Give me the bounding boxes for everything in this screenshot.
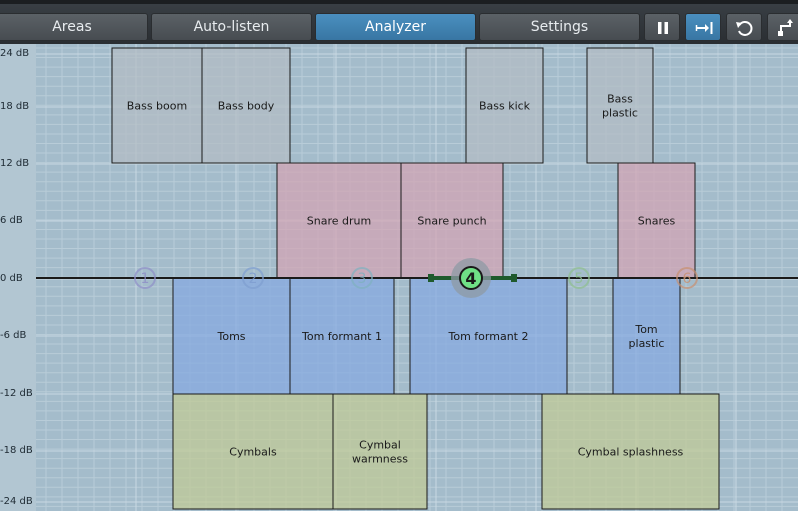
area-rect[interactable]	[172, 277, 291, 395]
tab-areas[interactable]: Areas	[0, 13, 148, 41]
node-4[interactable]: 4	[451, 258, 491, 298]
area-snare-punch[interactable]: Snare punch	[400, 162, 504, 279]
node-2[interactable]: 2	[242, 267, 264, 289]
y-tick-label: -12 dB	[0, 388, 33, 399]
toolbar: Areas Auto-listen Analyzer Settings	[0, 0, 798, 44]
area-rect[interactable]	[400, 162, 504, 279]
node-label: 1	[141, 271, 150, 287]
node-label: 4	[465, 269, 476, 288]
area-bass-body[interactable]: Bass body	[201, 47, 291, 164]
y-tick-label: 24 dB	[0, 48, 30, 59]
area-label: Bass boom	[127, 100, 187, 113]
node-5[interactable]: 5	[568, 267, 590, 289]
area-tom-formant-1[interactable]: Tom formant 1	[289, 277, 395, 395]
node-6[interactable]: 6	[676, 267, 698, 289]
area-rect[interactable]	[465, 47, 544, 164]
area-label: Tom	[634, 323, 657, 336]
pause-button[interactable]	[644, 13, 680, 41]
area-label: Cymbals	[229, 446, 277, 459]
area-label: plastic	[629, 337, 665, 350]
bandwidth-handle-left[interactable]	[428, 274, 434, 282]
area-tom-formant-2[interactable]: Tom formant 2	[409, 277, 568, 395]
top-strip	[0, 0, 798, 4]
area-label: Bass kick	[479, 100, 531, 113]
y-tick-label: 6 dB	[0, 215, 23, 226]
tab-settings[interactable]: Settings	[479, 13, 640, 41]
y-tick-label: -6 dB	[0, 330, 27, 341]
area-cymbals[interactable]: Cymbals	[172, 393, 334, 510]
area-bass-boom[interactable]: Bass boom	[111, 47, 203, 164]
resize-corner-icon	[778, 19, 793, 36]
area-rect[interactable]	[541, 393, 720, 510]
y-tick-label: -24 dB	[0, 496, 33, 507]
resize-button[interactable]	[767, 13, 798, 41]
y-axis: 24 dB 18 dB 12 dB 6 dB 0 dB -6 dB -12 dB -18 dB…	[0, 44, 36, 511]
y-tick-label: 0 dB	[0, 273, 23, 284]
area-rect[interactable]	[612, 277, 681, 395]
area-label: Tom formant 1	[301, 330, 382, 343]
area-label: plastic	[602, 107, 638, 120]
area-bass-kick[interactable]: Bass kick	[465, 47, 544, 164]
area-rect[interactable]	[201, 47, 291, 164]
y-tick-label: 12 dB	[0, 158, 30, 169]
area-rect[interactable]	[172, 393, 334, 510]
area-rect[interactable]	[586, 47, 654, 164]
node-3[interactable]: 3	[351, 267, 373, 289]
y-tick-label: 18 dB	[0, 101, 30, 112]
area-label: Snare punch	[417, 215, 486, 228]
area-label: Bass	[607, 93, 633, 106]
area-label: Toms	[216, 330, 245, 343]
area-label: Cymbal	[359, 439, 401, 452]
node-label: 2	[249, 271, 258, 287]
area-cymbal-splashness[interactable]: Cymbal splashness	[541, 393, 720, 510]
tab-analyzer[interactable]: Analyzer	[315, 13, 476, 41]
node-label: 6	[683, 271, 692, 287]
area-toms[interactable]: Toms	[172, 277, 291, 395]
area-label: Bass body	[218, 100, 275, 113]
node-circle[interactable]	[676, 267, 698, 289]
area-label: Snares	[638, 215, 676, 228]
node-circle[interactable]	[351, 267, 373, 289]
area-rect[interactable]	[332, 393, 428, 510]
area-label: Snare drum	[307, 215, 371, 228]
area-snare-drum[interactable]: Snare drum	[276, 162, 402, 279]
area-rect[interactable]	[289, 277, 395, 395]
node-circle[interactable]	[242, 267, 264, 289]
node-1[interactable]: 1	[134, 267, 156, 289]
area-label: warmness	[352, 453, 408, 466]
area-snares[interactable]: Snares	[617, 162, 696, 279]
node-circle[interactable]	[134, 267, 156, 289]
follow-button[interactable]	[685, 13, 721, 41]
node-circle[interactable]	[568, 267, 590, 289]
undo-button[interactable]	[726, 13, 762, 41]
pause-icon	[658, 22, 668, 34]
node-label: 5	[575, 271, 584, 287]
node-label: 3	[358, 271, 367, 287]
bandwidth-handle-right[interactable]	[511, 274, 517, 282]
arrow-to-line-icon	[695, 22, 713, 34]
node-circle[interactable]	[459, 266, 483, 290]
area-rect[interactable]	[617, 162, 696, 279]
y-tick-label: -18 dB	[0, 445, 33, 456]
tab-auto-listen[interactable]: Auto-listen	[151, 13, 312, 41]
area-rect[interactable]	[111, 47, 203, 164]
undo-icon	[736, 20, 753, 36]
area-label: Tom formant 2	[448, 330, 529, 343]
area-label: Cymbal splashness	[578, 446, 684, 459]
